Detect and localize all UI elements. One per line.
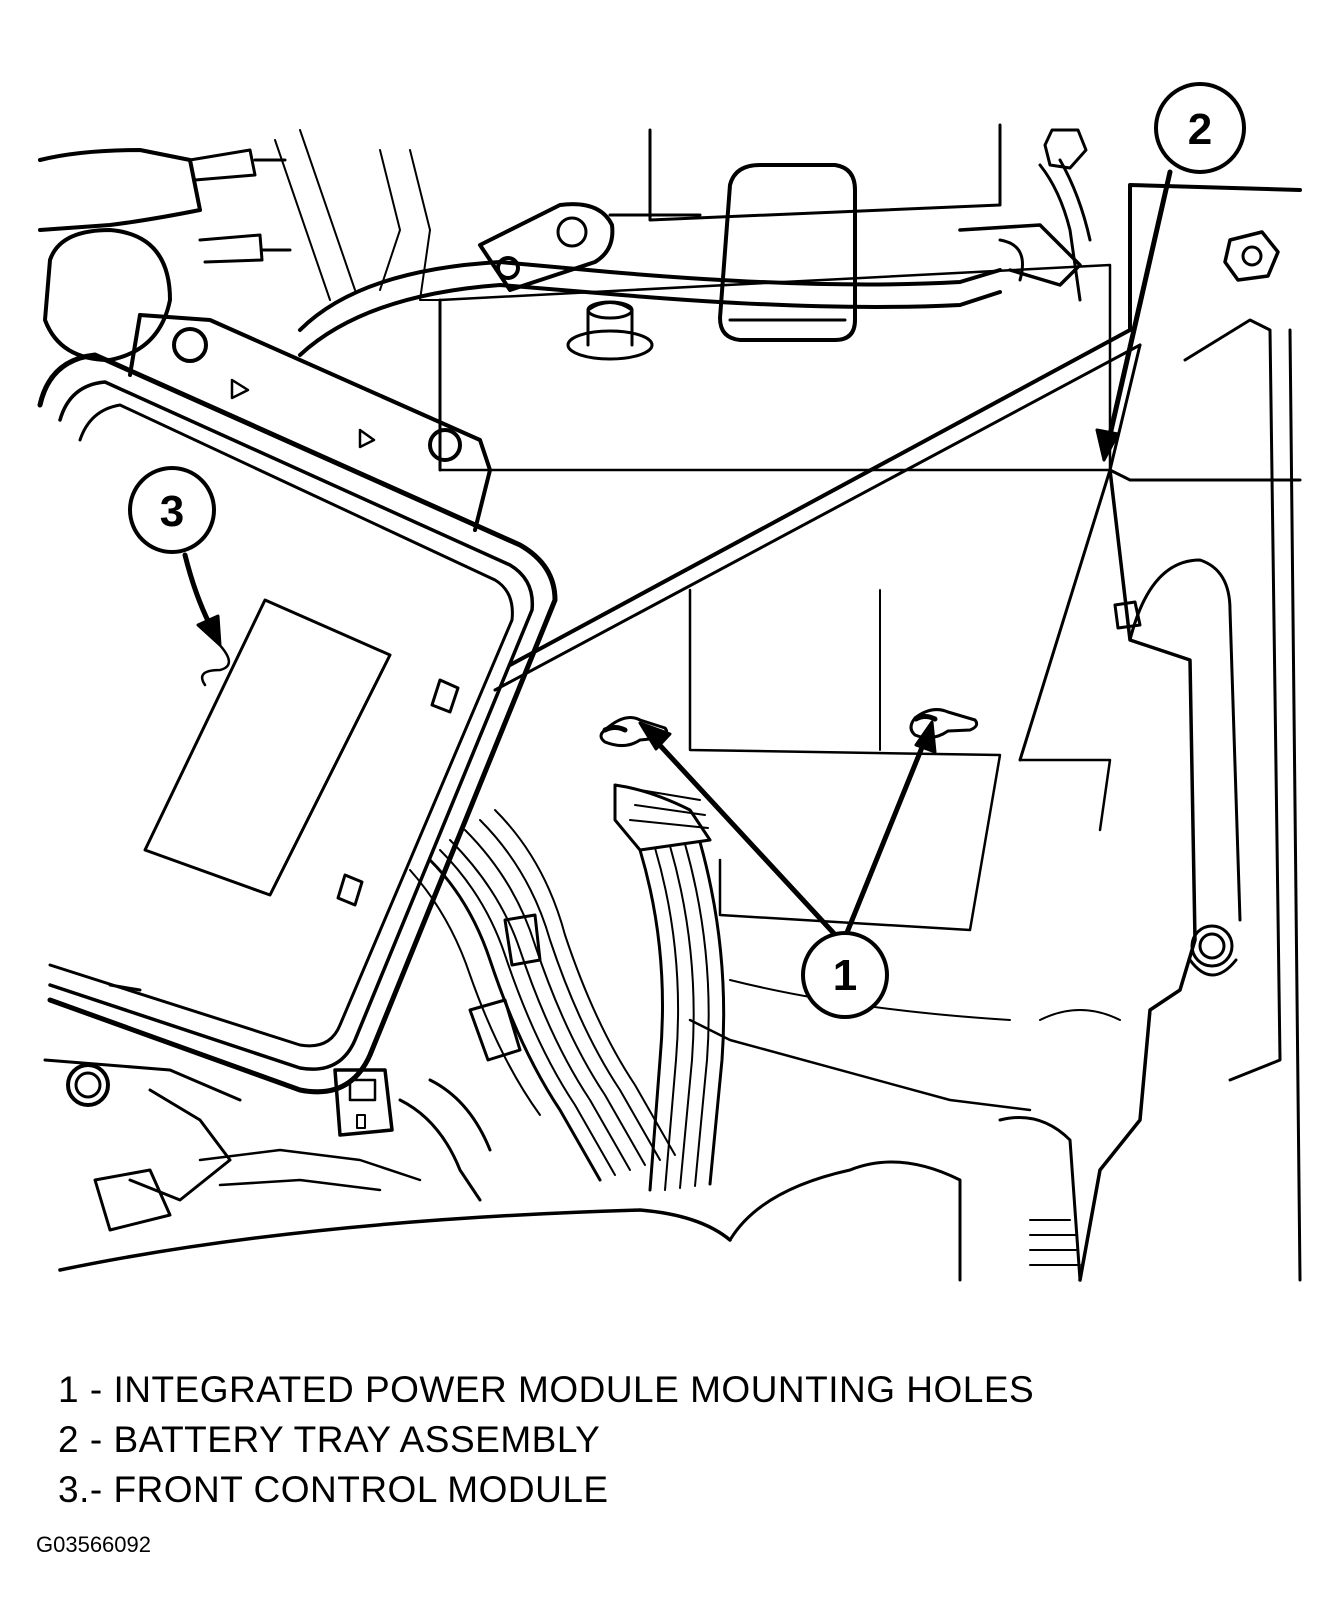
callout-1-circle: [801, 931, 889, 1019]
callout-3-circle: [128, 466, 216, 554]
figure-id: G03566092: [36, 1532, 151, 1557]
legend-item-1: 1 - INTEGRATED POWER MODULE MOUNTING HOL…: [58, 1369, 1035, 1410]
callout-2: 2: [1095, 82, 1246, 462]
callout-3: 3: [128, 466, 230, 687]
callout-2-number: 2: [1188, 105, 1212, 154]
engine-bay-diagram: 1 2 3: [37, 82, 1302, 1282]
legend-item-3: 3.- FRONT CONTROL MODULE: [58, 1469, 609, 1510]
front-control-module-drawing: [37, 313, 558, 1107]
callout-2-circle: [1154, 82, 1246, 174]
battery-tray-drawing: [493, 183, 1302, 1282]
callout-3-number: 3: [160, 487, 184, 536]
battery-housing-drawing: [438, 123, 1112, 472]
callout-1: 1: [638, 720, 937, 1019]
callout-1-number: 1: [833, 951, 857, 1000]
legend-item-2: 2 - BATTERY TRAY ASSEMBLY: [58, 1419, 601, 1460]
battery-cable-drawing: [298, 128, 1092, 357]
hoses-drawing: [38, 129, 441, 362]
lower-body-drawing: [58, 979, 1121, 1282]
legend: 1 - INTEGRATED POWER MODULE MOUNTING HOL…: [58, 1365, 1034, 1515]
wiring-harness-drawing: [93, 783, 726, 1232]
